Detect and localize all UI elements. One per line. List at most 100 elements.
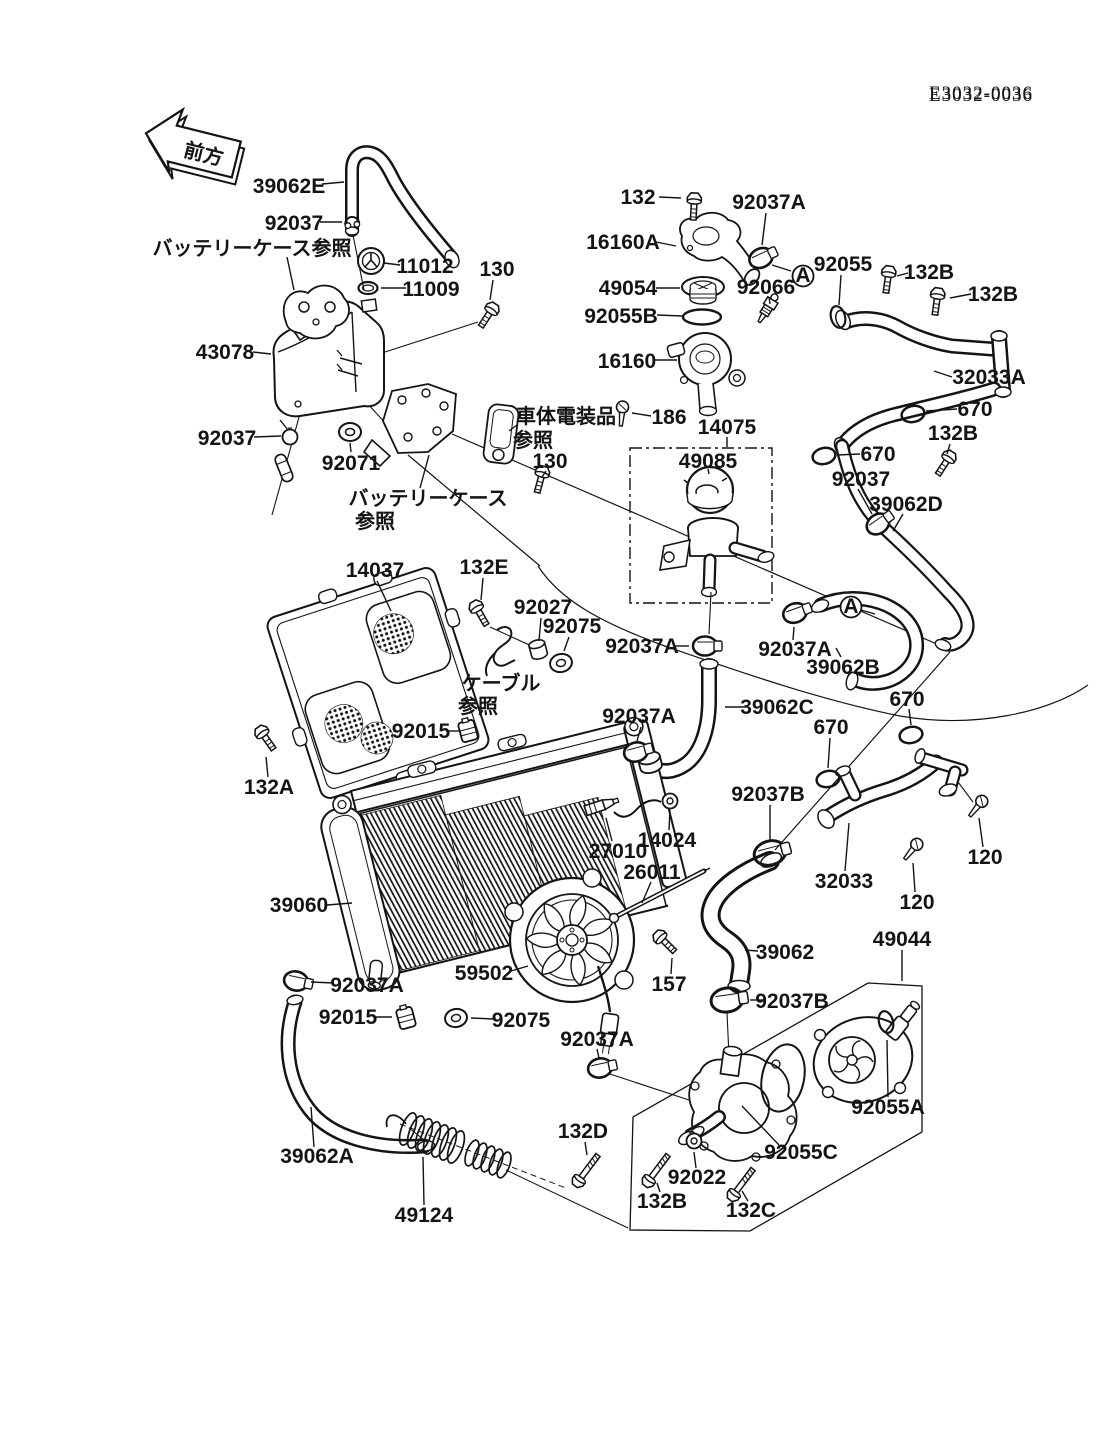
- leader-line: [827, 737, 831, 769]
- reference-boundary-lines: [271, 229, 1089, 1232]
- thermostat-housing-16160: [666, 332, 746, 417]
- part-label-60-132D: 132D: [558, 1120, 608, 1143]
- fan-motor-wire: [596, 965, 612, 1013]
- part-label-19-92075: 92075: [543, 615, 602, 638]
- part-label-18-92027: 92027: [514, 596, 572, 619]
- part-label-4-11012: 11012: [396, 255, 453, 278]
- radiator-screen-14037: [266, 567, 490, 799]
- part-label-17-132E: 132E: [459, 556, 508, 579]
- hose-39062b: [810, 597, 917, 691]
- spring-49124: [385, 1112, 567, 1189]
- part-label-38-92037: 92037: [832, 468, 890, 491]
- part-label-9-92071: 92071: [322, 452, 381, 475]
- sleeve-icon: [272, 452, 296, 484]
- tank-bracket: [282, 284, 350, 340]
- leader-line: [933, 370, 953, 378]
- grommet-icon: [338, 422, 362, 442]
- leader-line: [768, 296, 771, 305]
- leader-line: [656, 1182, 661, 1193]
- part-label-66-49044: 49044: [873, 928, 932, 951]
- part-label-16-14037: 14037: [346, 559, 404, 582]
- cooling-fan-59502: [504, 868, 636, 1055]
- leader-line: [584, 1141, 588, 1156]
- leader-line: [844, 822, 850, 872]
- leader-line: [908, 708, 912, 726]
- cable-guide-wire: [485, 626, 516, 677]
- flat-oring-icon: [357, 280, 379, 296]
- leader-line: [631, 412, 652, 417]
- part-label-63-32033: 32033: [815, 870, 873, 893]
- leader-line: [741, 1190, 749, 1202]
- part-label-32-132B: 132B: [904, 261, 954, 284]
- leader-line: [252, 351, 272, 355]
- battery-case-bracket: [362, 383, 457, 468]
- washer-icon: [685, 1132, 703, 1150]
- part-label-42-670: 670: [889, 688, 924, 711]
- front-direction-arrow: 前方: [144, 106, 246, 186]
- part-label-48-92037A: 92037A: [602, 705, 676, 728]
- leader-line: [741, 1105, 780, 1146]
- leader-line: [744, 949, 759, 952]
- leader-line: [707, 468, 710, 475]
- part-label-71-92022: 92022: [668, 1166, 726, 1189]
- part-label-35-670: 670: [957, 398, 992, 421]
- part-label-23-132A: 132A: [244, 776, 294, 799]
- part-label-62-49124: 49124: [395, 1204, 454, 1227]
- leader-line: [605, 817, 613, 842]
- leader-line: [470, 1017, 495, 1020]
- water-pump-gasket-92055c: [760, 1043, 806, 1113]
- part-label-50-39060: 39060: [270, 894, 328, 917]
- part-label-64-120: 120: [967, 846, 1002, 869]
- hose-clamp-icon: [691, 635, 724, 657]
- thermostat-oring-92055b: [681, 308, 723, 326]
- part-label-70-92055C: 92055C: [764, 1141, 838, 1164]
- part-label-2-92037: 92037: [265, 212, 323, 235]
- leader-line: [835, 647, 842, 658]
- leader-line: [265, 756, 269, 778]
- leader-line: [949, 293, 972, 299]
- part-label-7-43078: 43078: [196, 341, 255, 364]
- part-label-11-参照: 参照: [355, 509, 395, 533]
- leader-line: [658, 196, 682, 199]
- part-label-36-132B: 132B: [928, 422, 978, 445]
- leader-line: [838, 274, 842, 306]
- oring-large-icon: [896, 723, 926, 747]
- part-label-37-670: 670: [860, 443, 895, 466]
- part-label-46-39062B: 39062B: [806, 656, 880, 679]
- part-label-43-670: 670: [813, 716, 848, 739]
- oring-large-icon: [809, 444, 839, 468]
- part-label-1-39062E: 39062E: [253, 175, 325, 198]
- part-label-59-92037A: 92037A: [560, 1028, 634, 1051]
- part-label-39-39062D: 39062D: [869, 493, 943, 516]
- part-label-57-26011: 26011: [623, 861, 681, 884]
- leader-line: [349, 442, 352, 453]
- part-label-30-92066: 92066: [737, 276, 795, 299]
- hex-bolt-icon: [927, 286, 947, 317]
- leader-line: [508, 424, 518, 432]
- part-label-56-14024: 14024: [638, 829, 697, 852]
- hex-bolt-icon: [931, 447, 960, 480]
- hex-bolt-icon: [474, 299, 503, 332]
- part-label-47-39062C: 39062C: [740, 696, 814, 719]
- leader-line: [896, 272, 909, 277]
- part-label-6-130: 130: [479, 258, 514, 281]
- leader-line: [253, 435, 282, 438]
- leader-line: [383, 262, 401, 266]
- match-mark-letter-0: A: [795, 264, 810, 287]
- part-label-40-14075: 14075: [698, 416, 757, 439]
- hex-bolt-icon: [649, 926, 681, 958]
- hose-39062a: [286, 994, 436, 1152]
- filler-cap-icon: [357, 247, 385, 275]
- leader-line: [892, 513, 904, 532]
- part-label-51-92037A: 92037A: [330, 974, 404, 997]
- part-label-28-92055B: 92055B: [584, 305, 658, 328]
- match-mark-circle-1: [839, 595, 863, 619]
- match-mark-circle-0: [791, 264, 815, 288]
- leader-line: [836, 453, 861, 456]
- leader-line: [670, 957, 673, 975]
- leader-line: [668, 809, 671, 831]
- leader-line: [510, 965, 529, 972]
- leader-line: [376, 580, 392, 612]
- part-label-41-49085: 49085: [679, 450, 738, 473]
- leader-line: [792, 626, 795, 641]
